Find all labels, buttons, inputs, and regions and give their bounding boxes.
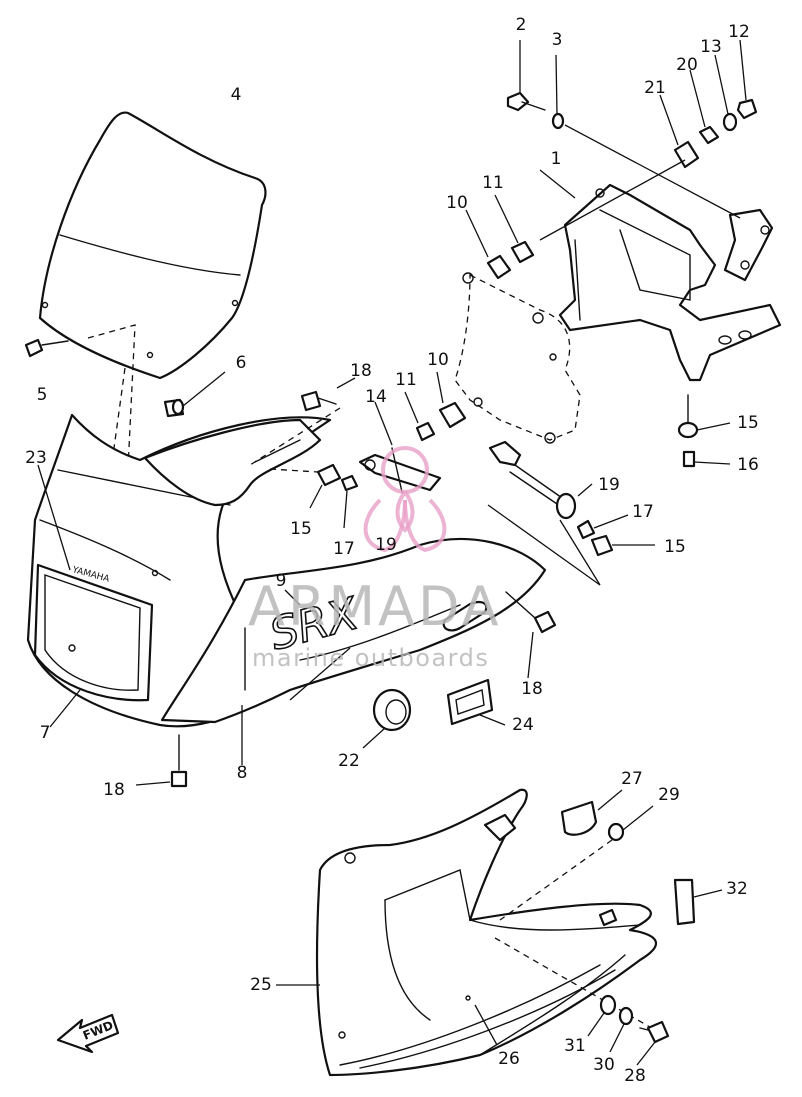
collar-31 bbox=[587, 994, 617, 1037]
rod-19-right bbox=[488, 440, 593, 520]
callout-label: 1 bbox=[551, 149, 562, 169]
nut-12 bbox=[736, 39, 758, 120]
callout-label: 23 bbox=[25, 448, 47, 468]
watermark-title: ARMADA bbox=[248, 575, 502, 638]
screw-28 bbox=[636, 1020, 670, 1066]
collar-10-upper bbox=[465, 209, 512, 280]
washer-3 bbox=[551, 54, 741, 219]
callout-label: 19 bbox=[598, 475, 620, 495]
callout-label: 27 bbox=[621, 769, 643, 789]
collar-16 bbox=[682, 450, 731, 468]
washer-13 bbox=[714, 54, 738, 132]
collar-17-right bbox=[576, 514, 629, 540]
screw-18-bottom bbox=[135, 734, 188, 788]
screw-18-right bbox=[505, 591, 557, 679]
callout-label: 28 bbox=[624, 1066, 646, 1086]
callout-label: 4 bbox=[231, 85, 242, 105]
callout-label: 6 bbox=[236, 353, 247, 373]
callout-label: 7 bbox=[40, 723, 51, 743]
cap-32 bbox=[673, 878, 723, 926]
stay-plate bbox=[454, 272, 581, 444]
cowling-inner-panel bbox=[143, 418, 322, 507]
grommet-22 bbox=[362, 688, 412, 749]
bolt-2 bbox=[506, 40, 546, 112]
collar-21 bbox=[659, 94, 700, 169]
grommet-6 bbox=[163, 371, 226, 418]
reflector-24 bbox=[446, 678, 506, 726]
callout-label: 3 bbox=[552, 30, 563, 50]
callout-label: 20 bbox=[676, 55, 698, 75]
callout-label: 15 bbox=[737, 413, 759, 433]
callout-label: 29 bbox=[658, 785, 680, 805]
bolt-11-middle bbox=[404, 391, 436, 442]
callout-label: 16 bbox=[737, 455, 759, 475]
callout-label: 18 bbox=[521, 679, 543, 699]
stay-bracket bbox=[539, 169, 782, 382]
callout-label: 5 bbox=[37, 385, 48, 405]
callout-label: 31 bbox=[564, 1036, 586, 1056]
callout-label: 10 bbox=[427, 350, 449, 370]
callout-label: 2 bbox=[516, 15, 527, 35]
callout-labels: 1234567891010111112131415151516171718181… bbox=[25, 15, 759, 1086]
watermark-subtitle: marine outboards bbox=[252, 644, 489, 672]
callout-label: 30 bbox=[593, 1055, 615, 1075]
bracket-14 bbox=[358, 401, 442, 493]
callout-label: 15 bbox=[664, 537, 686, 557]
bolt-20 bbox=[689, 69, 720, 145]
callout-label: 24 bbox=[512, 715, 534, 735]
washer-30 bbox=[609, 1006, 634, 1053]
callout-label: 19 bbox=[375, 535, 397, 555]
screw-18-top bbox=[300, 377, 356, 412]
windscreen bbox=[38, 111, 267, 380]
callout-label: 15 bbox=[290, 519, 312, 539]
callout-label: 25 bbox=[250, 975, 272, 995]
callout-label: 11 bbox=[482, 173, 504, 193]
watermark-logo-icon bbox=[363, 446, 447, 553]
callout-label: 14 bbox=[365, 387, 387, 407]
grommet-15-right-lower bbox=[590, 534, 655, 557]
clip-27 bbox=[560, 789, 623, 836]
callout-label: 11 bbox=[395, 370, 417, 390]
grommet-15-right-upper bbox=[677, 394, 731, 439]
callout-label: 18 bbox=[103, 780, 125, 800]
callout-label: 12 bbox=[728, 22, 750, 42]
fwd-arrow: FWD bbox=[56, 1013, 120, 1054]
callout-label: 32 bbox=[726, 879, 748, 899]
collar-10-middle bbox=[436, 371, 467, 429]
side-panel: SRX bbox=[160, 537, 547, 724]
collar-17-left bbox=[340, 474, 359, 529]
grommet-15-left bbox=[309, 463, 342, 509]
callout-label: 17 bbox=[333, 539, 355, 559]
under-cowling bbox=[276, 788, 658, 1077]
callout-label: 21 bbox=[644, 78, 666, 98]
screw-5 bbox=[24, 338, 69, 358]
callout-label: 10 bbox=[446, 193, 468, 213]
bolt-11-upper bbox=[494, 194, 535, 264]
callout-label: 13 bbox=[700, 37, 722, 57]
callout-label: 22 bbox=[338, 751, 360, 771]
callout-label: 26 bbox=[498, 1049, 520, 1069]
callout-label: 8 bbox=[237, 763, 248, 783]
callout-label: 18 bbox=[350, 361, 372, 381]
callout-label: 17 bbox=[632, 502, 654, 522]
callout-label: 9 bbox=[276, 571, 287, 591]
washer-29 bbox=[607, 805, 654, 842]
